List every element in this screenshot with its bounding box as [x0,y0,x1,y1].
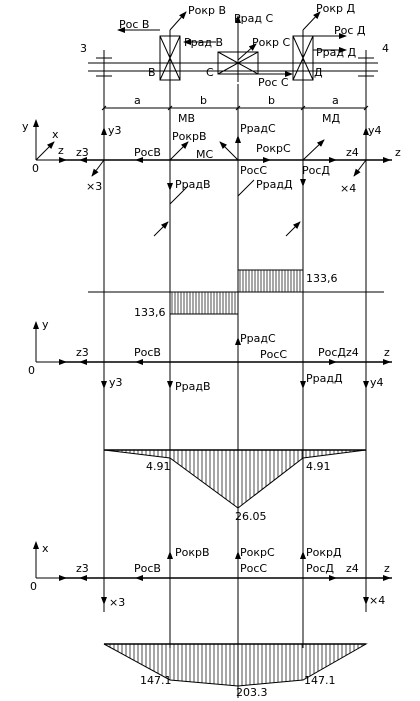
svg-text:PрадД: PрадД [306,372,343,385]
svg-text:z3: z3 [76,346,89,359]
svg-text:y3: y3 [109,376,123,389]
axis-y: y [22,120,29,133]
torque-value-right: 133,6 [306,272,338,285]
svg-text:z3: z3 [76,562,89,575]
axis-z: z [58,144,64,157]
svg-text:PосB: PосB [134,562,161,575]
svg-text:z4: z4 [346,346,359,359]
z-axis-label: z [395,146,401,159]
axis-x: x [52,128,59,141]
svg-text:PосB: PосB [134,146,161,159]
force-pokrc: Pокр C [252,36,290,49]
torque-value-left: 133,6 [134,306,166,319]
svg-text:PрадC: PрадC [240,122,276,135]
span-b2: b [268,94,275,107]
svg-text:MД: MД [322,112,340,125]
gear-d-label: Д [314,66,323,79]
moment-y-c: 26.05 [235,510,267,523]
svg-text:PосД: PосД [302,164,330,177]
svg-text:z: z [384,562,390,575]
svg-text:PокрC: PокрC [256,142,291,155]
svg-text:PрадB: PрадB [175,178,211,191]
horizontal-plane-scheme: x 0 z z3 ×3 PосB PокрB PокрC PосC PокрД … [30,541,392,609]
svg-text:z4: z4 [346,146,359,159]
span-dimensions: a b b a [101,94,369,111]
svg-text:MC: MC [196,148,213,161]
svg-text:×4: ×4 [340,182,356,195]
svg-text:PокрД: PокрД [306,546,342,559]
svg-text:z4: z4 [346,562,359,575]
force-posd: Pос Д [334,24,366,37]
svg-text:×3: ×3 [109,596,125,609]
span-a2: a [332,94,339,107]
svg-text:×3: ×3 [86,180,102,193]
torque-diagram: 133,6 133,6 [88,269,384,319]
force-pradc: Pрад C [234,12,273,25]
svg-text:PокрB: PокрB [172,130,207,143]
svg-text:z3: z3 [76,146,89,159]
svg-text:y: y [42,318,49,331]
svg-text:PрадB: PрадB [175,380,211,393]
force-pokrb: Pокр B [188,4,226,17]
svg-text:x: x [42,542,49,555]
force-posc: Pос C [258,76,289,89]
support-3-label: 3 [80,42,87,55]
svg-text:PосC: PосC [240,164,267,177]
svg-text:PосД: PосД [318,346,346,359]
svg-text:y4: y4 [370,376,384,389]
svg-text:PокрC: PокрC [240,546,275,559]
force-pradb: Pрад B [184,36,223,49]
force-pokrd: Pокр Д [316,2,355,15]
span-a1: a [134,94,141,107]
moment-x-b: 147.1 [140,674,172,687]
gear-c-label: C [206,66,214,79]
moment-diagram-y: 4.91 26.05 4.91 [103,449,367,523]
svg-text:PосC: PосC [260,348,287,361]
moment-y-d: 4.91 [306,460,331,473]
origin: 0 [32,162,39,175]
svg-text:y3: y3 [108,124,122,137]
force-pradd: Pрад Д [316,46,356,59]
svg-text:PокрB: PокрB [175,546,210,559]
svg-text:×4: ×4 [369,594,385,607]
span-b1: b [200,94,207,107]
svg-text:PосB: PосB [134,346,161,359]
spatial-scheme: y x z 0 z y3 y4 z3 z4 ×3 ×4 PосB PокрB M… [22,112,401,237]
support-4-label: 4 [382,42,389,55]
moment-y-b: 4.91 [146,460,171,473]
svg-text:y4: y4 [368,124,382,137]
force-posb: Pос B [119,18,149,31]
svg-text:PрадД: PрадД [256,178,293,191]
svg-text:z: z [384,346,390,359]
svg-text:PосC: PосC [240,562,267,575]
moment-x-d: 147.1 [304,674,336,687]
svg-text:0: 0 [30,580,37,593]
svg-text:PосД: PосД [306,562,334,575]
shaft-scheme: 3 4 B C Д Pос B Pокр B Pрад B Pрад C Pо [80,2,389,89]
vertical-plane-scheme: y 0 z z3 y3 PосB PрадB PрадC PосC PосД P… [28,318,392,393]
svg-text:PрадC: PрадC [240,332,276,345]
moment-diagram-x: 147.1 203.3 147.1 [103,643,368,699]
gear-b-label: B [148,66,156,79]
svg-text:MB: MB [178,112,195,125]
svg-text:0: 0 [28,364,35,377]
moment-x-c: 203.3 [236,686,268,699]
